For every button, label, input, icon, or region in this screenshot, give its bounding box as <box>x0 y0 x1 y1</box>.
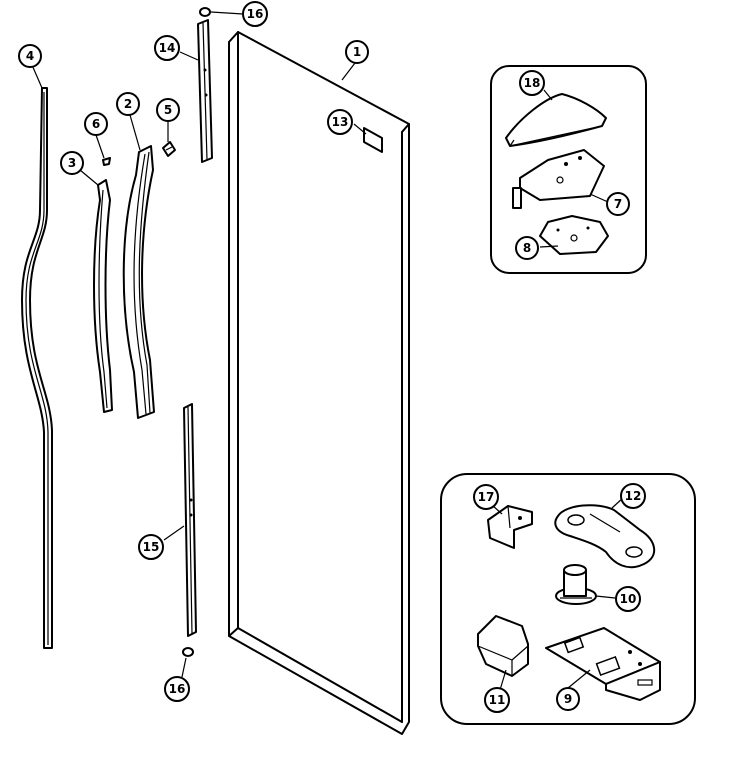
door-handle <box>122 145 155 419</box>
callout-label: 17 <box>478 490 495 504</box>
upper-hinge-inset <box>490 65 647 274</box>
callout-4: 4 <box>18 44 42 68</box>
callout-label: 16 <box>247 7 264 21</box>
clip <box>162 141 176 157</box>
callout-label: 1 <box>353 45 361 59</box>
door-label-plate <box>363 127 383 153</box>
callout-label: 7 <box>614 197 622 211</box>
screw <box>102 157 111 166</box>
callout-16-bottom: 16 <box>164 676 190 702</box>
callout-5: 5 <box>156 98 180 122</box>
lower-hinge-cover <box>477 615 529 677</box>
callout-16-top: 16 <box>242 1 268 27</box>
hinge-cam <box>554 504 655 569</box>
hinge-pin <box>555 564 597 605</box>
callout-13: 13 <box>327 109 353 135</box>
callout-15: 15 <box>138 534 164 560</box>
callout-label: 4 <box>26 49 34 63</box>
callout-label: 8 <box>523 241 531 255</box>
callout-8: 8 <box>515 236 539 260</box>
hinge-cover <box>505 93 607 147</box>
callout-12: 12 <box>620 483 646 509</box>
callout-7: 7 <box>606 192 630 216</box>
small-bracket <box>487 505 533 549</box>
callout-11: 11 <box>484 687 510 713</box>
lower-hinge-inset <box>440 473 696 725</box>
upper-hinge <box>512 149 605 209</box>
callout-label: 3 <box>68 156 76 170</box>
callout-3: 3 <box>60 151 84 175</box>
callout-label: 18 <box>524 76 541 90</box>
callout-14: 14 <box>154 35 180 61</box>
callout-6: 6 <box>84 112 108 136</box>
callout-18: 18 <box>519 70 545 96</box>
callout-label: 12 <box>625 489 642 503</box>
bottom-cap <box>182 647 194 657</box>
callout-label: 2 <box>124 97 132 111</box>
callout-label: 6 <box>92 117 100 131</box>
top-cap <box>199 7 211 17</box>
upper-trim-strip <box>197 19 213 163</box>
callout-1: 1 <box>345 40 369 64</box>
callout-9: 9 <box>556 687 580 711</box>
lower-hinge-plate <box>545 627 661 701</box>
callout-2: 2 <box>116 92 140 116</box>
handle-insert <box>93 179 113 413</box>
leader-lines <box>31 11 625 691</box>
door-panel <box>228 31 410 735</box>
lower-trim-strip <box>183 403 197 637</box>
callout-10: 10 <box>615 586 641 612</box>
callout-label: 5 <box>164 103 172 117</box>
callout-label: 14 <box>159 41 176 55</box>
callout-label: 15 <box>143 540 160 554</box>
callout-label: 10 <box>620 592 637 606</box>
callout-label: 13 <box>332 115 349 129</box>
hinge-shim <box>539 215 609 255</box>
callout-17: 17 <box>473 484 499 510</box>
callout-label: 11 <box>489 693 506 707</box>
callout-label: 16 <box>169 682 186 696</box>
door-gasket <box>21 87 53 649</box>
callout-label: 9 <box>564 692 572 706</box>
